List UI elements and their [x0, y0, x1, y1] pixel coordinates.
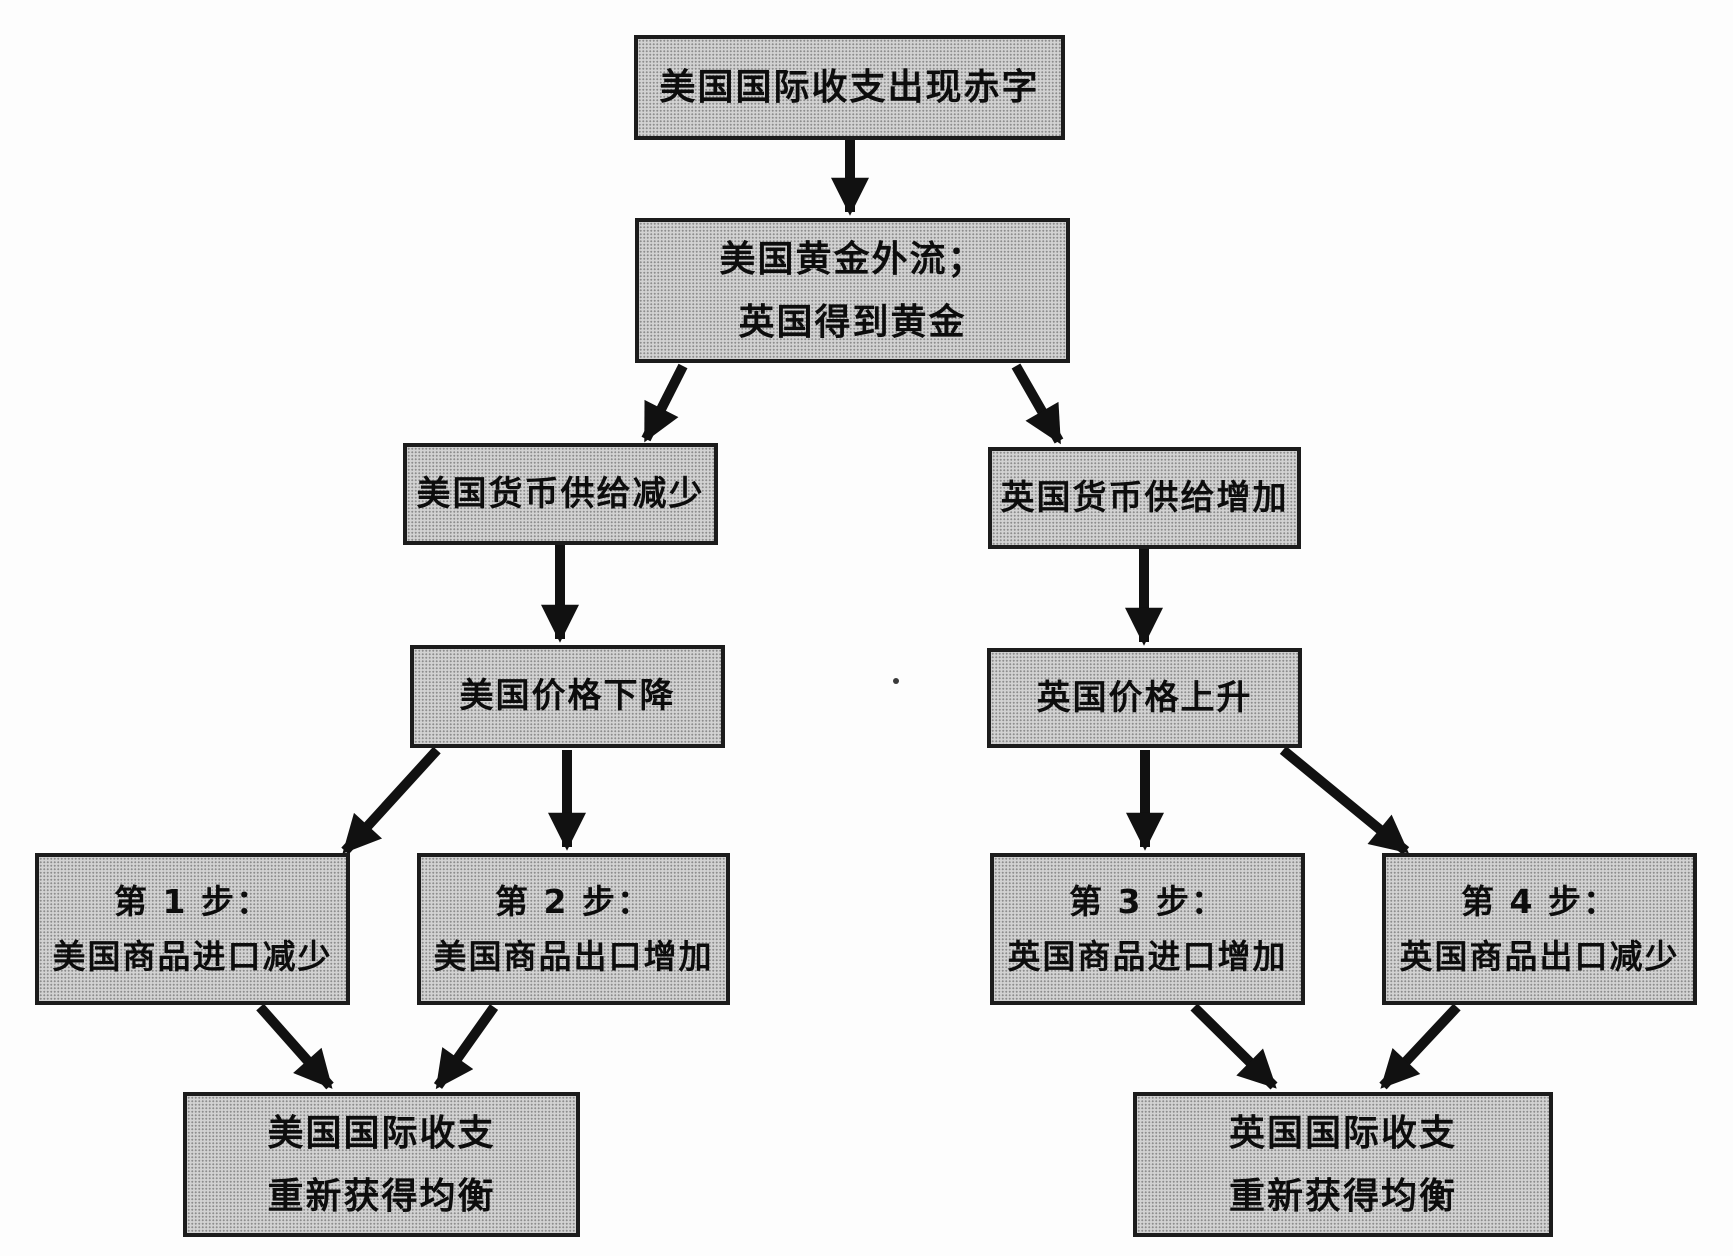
node-gold-flow-line2: 英国得到黄金: [738, 301, 967, 343]
node-step3-text: 英国商品进口增加: [1007, 937, 1288, 976]
node-gold-flow: 美国黄金外流； 英国得到黄金: [635, 218, 1070, 363]
node-us-deficit-text: 美国国际收支出现赤字: [659, 67, 1040, 108]
scan-artifact-dot: [893, 678, 899, 684]
node-gold-flow-line1: 美国黄金外流；: [719, 238, 986, 280]
node-us-balance-line2: 重新获得均衡: [267, 1175, 496, 1217]
node-step3: 第 3 步： 英国商品进口增加: [990, 853, 1305, 1005]
arrow-step1-to-usbalance: [256, 1003, 334, 1090]
node-step1-title: 第 1 步：: [114, 881, 271, 921]
node-uk-money-supply-text: 英国货币供给增加: [1000, 477, 1289, 518]
node-step4: 第 4 步： 英国商品出口减少: [1382, 853, 1697, 1005]
node-uk-balance-line2: 重新获得均衡: [1228, 1175, 1457, 1217]
node-us-money-supply: 美国货币供给减少: [403, 443, 718, 545]
node-us-deficit: 美国国际收支出现赤字: [634, 35, 1065, 140]
node-uk-price-text: 英国价格上升: [1036, 677, 1253, 718]
arrow-goldflow-to-usmoney: [641, 363, 688, 443]
node-uk-balance-restored: 英国国际收支 重新获得均衡: [1133, 1092, 1553, 1237]
node-uk-balance-line1: 英国国际收支: [1228, 1112, 1457, 1154]
node-step4-title: 第 4 步：: [1461, 881, 1618, 921]
node-uk-money-supply: 英国货币供给增加: [988, 447, 1301, 549]
node-step1-text: 美国商品进口减少: [52, 937, 333, 976]
arrow-step2-to-usbalance: [433, 1004, 499, 1090]
node-step4-text: 英国商品出口减少: [1399, 937, 1680, 976]
arrow-usprice-to-step1: [341, 746, 441, 855]
node-us-price-text: 美国价格下降: [459, 676, 676, 717]
node-us-balance-line1: 美国国际收支: [267, 1112, 496, 1154]
node-step3-title: 第 3 步：: [1069, 881, 1226, 921]
node-step2-title: 第 2 步：: [495, 881, 652, 921]
arrow-ukprice-to-step4: [1279, 746, 1410, 855]
node-uk-price: 英国价格上升: [987, 648, 1302, 748]
arrow-goldflow-to-ukmoney: [1011, 363, 1064, 445]
node-us-balance-restored: 美国国际收支 重新获得均衡: [183, 1092, 580, 1237]
arrow-step3-to-ukbalance: [1190, 1003, 1278, 1090]
node-step2: 第 2 步： 美国商品出口增加: [417, 853, 730, 1005]
arrow-step4-to-ukbalance: [1379, 1003, 1461, 1090]
node-us-price: 美国价格下降: [410, 645, 725, 748]
node-step2-text: 美国商品出口增加: [433, 937, 714, 976]
node-step1: 第 1 步： 美国商品进口减少: [35, 853, 350, 1005]
node-us-money-supply-text: 美国货币供给减少: [416, 473, 705, 514]
